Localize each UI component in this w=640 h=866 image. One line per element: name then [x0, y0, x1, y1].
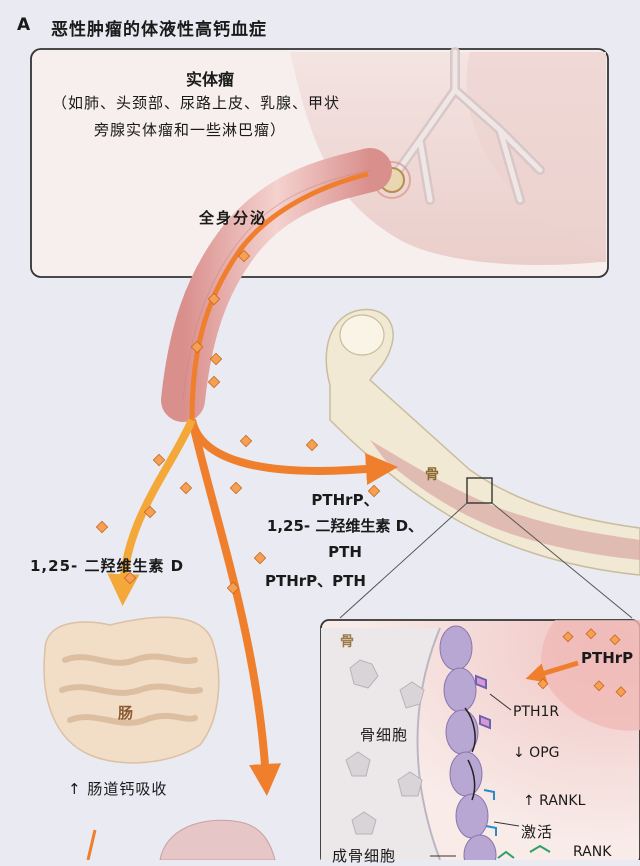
kidney-hint — [159, 819, 276, 860]
inset-pthrp-label: PTHrP — [581, 649, 634, 667]
intestine-label: 肠 — [118, 704, 134, 722]
kidney-hormones-label: PTHrP、PTH — [265, 572, 366, 590]
hormone-particles — [95, 249, 381, 595]
pth1r-label: PTH1R — [513, 704, 560, 720]
tumor-title: 实体瘤 — [185, 70, 234, 89]
tumor-description-line2: 旁腺实体瘤和一些淋巴瘤） — [94, 121, 287, 139]
gut-hormone-label: 1,25- 二羟维生素 D — [30, 557, 185, 575]
bone-hormones-line2: 1,25- 二羟维生素 D、 — [266, 517, 424, 535]
bone-illustration — [325, 308, 640, 576]
osteoblast-label: 成骨细胞 — [332, 847, 397, 865]
osteocyte-label: 骨细胞 — [360, 726, 409, 744]
arrow-to-intestine — [107, 418, 196, 606]
bone-hormones-line1: PTHrP、 — [311, 491, 379, 509]
bone-hormones-label: PTHrP、 1,25- 二羟维生素 D、 PTH — [235, 487, 455, 565]
secretion-arrow — [189, 171, 369, 421]
systemic-secretion-label: 全身分泌 — [199, 209, 268, 227]
bone-hormones-line3: PTH — [328, 543, 362, 561]
zoom-region — [466, 477, 493, 504]
bone-inset — [320, 619, 640, 860]
opg-label: ↓ OPG — [513, 745, 560, 761]
panel-letter: A — [17, 15, 31, 35]
tumor-description-line1: （如肺、头颈部、尿路上皮、乳腺、甲状 — [52, 94, 341, 112]
rankl-label: ↑ RANKL — [523, 793, 586, 809]
rank-label: RANK — [573, 844, 612, 860]
panel-title: 恶性肿瘤的体液性高钙血症 — [51, 20, 267, 40]
intestinal-absorption-label: ↑ 肠道钙吸收 — [68, 780, 168, 798]
intestine-illustration — [43, 616, 220, 764]
bone-label: 骨 — [425, 467, 439, 483]
activation-label: 激活 — [521, 823, 554, 841]
inset-bone-label: 骨 — [340, 634, 354, 650]
